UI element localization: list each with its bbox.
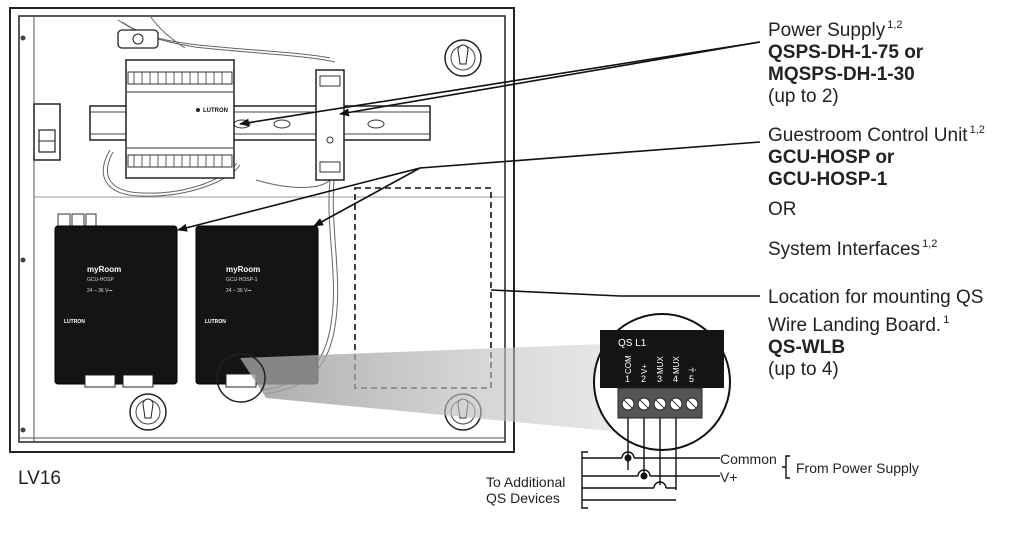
- terminal-name-1: COM: [624, 355, 633, 374]
- wiring-dots: [624, 454, 648, 480]
- terminal-block-zoom: QS L1: [593, 313, 731, 451]
- gcu-title: Guestroom Control Unit: [768, 125, 968, 146]
- power-supply-model-2: MQSPS-DH-1-30: [768, 64, 915, 85]
- gcu-1-maker: LUTRON: [64, 319, 85, 325]
- breaker-knockout: [33, 103, 61, 161]
- wlb-title-1: Location for mounting QS: [768, 287, 984, 308]
- power-supply-small: [315, 69, 345, 181]
- keyhole-top: [444, 39, 482, 77]
- gcu-model-2: GCU-HOSP-1: [768, 169, 888, 190]
- gcu-2-maker: LUTRON: [205, 319, 226, 325]
- or-label: OR: [768, 199, 797, 220]
- gcu-unit-2: myRoom GCU-HOSP-1 24 – 36 V⎓ LUTRON: [195, 225, 319, 388]
- power-supply-title: Power Supply: [768, 20, 886, 41]
- terminal-name-3: MUX: [656, 356, 665, 374]
- enclosure-label: LV16: [18, 468, 61, 489]
- gcu-2-voltage: 24 – 36 V⎓: [226, 288, 251, 294]
- vplus-label: V+: [720, 469, 738, 485]
- zoom-source-circle: [216, 353, 266, 403]
- to-additional-label: To Additional QS Devices: [486, 474, 565, 506]
- terminal-name-4: MUX: [672, 356, 681, 374]
- power-supply-sup: 1,2: [887, 19, 903, 31]
- keyhole-bottom-left: [129, 393, 167, 431]
- system-interfaces-title: System Interfaces: [768, 239, 921, 260]
- callout-leaders: [177, 41, 761, 297]
- system-interfaces-sup: 1,2: [922, 238, 938, 250]
- zoom-beam: [240, 344, 620, 432]
- gcu-model-1: GCU-HOSP or: [768, 147, 895, 168]
- from-power-supply-label: From Power Supply: [796, 460, 919, 476]
- terminal-title: QS L1: [618, 338, 647, 349]
- gcu-1-voltage: 24 – 36 V⎓: [87, 288, 112, 294]
- terminal-number-1: 1: [625, 374, 630, 384]
- common-label: Common: [720, 451, 777, 467]
- power-supply-device: LUTRON: [125, 59, 235, 179]
- power-supply-qty: (up to 2): [768, 86, 839, 107]
- gcu-unit-1: myRoom GCU-HOSP 24 – 36 V⎓ LUTRON: [54, 213, 178, 388]
- to-additional-1: To Additional: [486, 474, 566, 490]
- gcu-2-brand: myRoom: [226, 265, 260, 274]
- wlb-qty: (up to 4): [768, 359, 839, 380]
- wlb-title-2: Wire Landing Board.: [768, 315, 942, 336]
- wlb-callout: Location for mounting QS Wire Landing Bo…: [768, 287, 983, 381]
- terminal-name-5: ⏚: [688, 366, 697, 374]
- to-additional-2: QS Devices: [486, 490, 560, 506]
- gcu-1-model: GCU-HOSP: [87, 277, 115, 283]
- power-supply-model-1: QSPS-DH-1-75 or: [768, 42, 924, 63]
- cable-clamp: [117, 29, 159, 49]
- terminal-number-5: 5: [689, 374, 694, 384]
- terminal-number-2: 2: [641, 374, 646, 384]
- gcu-1-brand: myRoom: [87, 265, 121, 274]
- terminal-name-2: V+: [640, 364, 649, 374]
- power-supply-brand: LUTRON: [203, 108, 228, 114]
- wlb-model: QS-WLB: [768, 337, 846, 358]
- terminal-number-3: 3: [657, 374, 662, 384]
- terminal-number-4: 4: [673, 374, 678, 384]
- gcu-sup: 1,2: [969, 124, 985, 136]
- wlb-sup: 1: [943, 314, 950, 326]
- qs-wiring: [581, 418, 790, 509]
- gcu-2-model: GCU-HOSP-1: [226, 277, 258, 283]
